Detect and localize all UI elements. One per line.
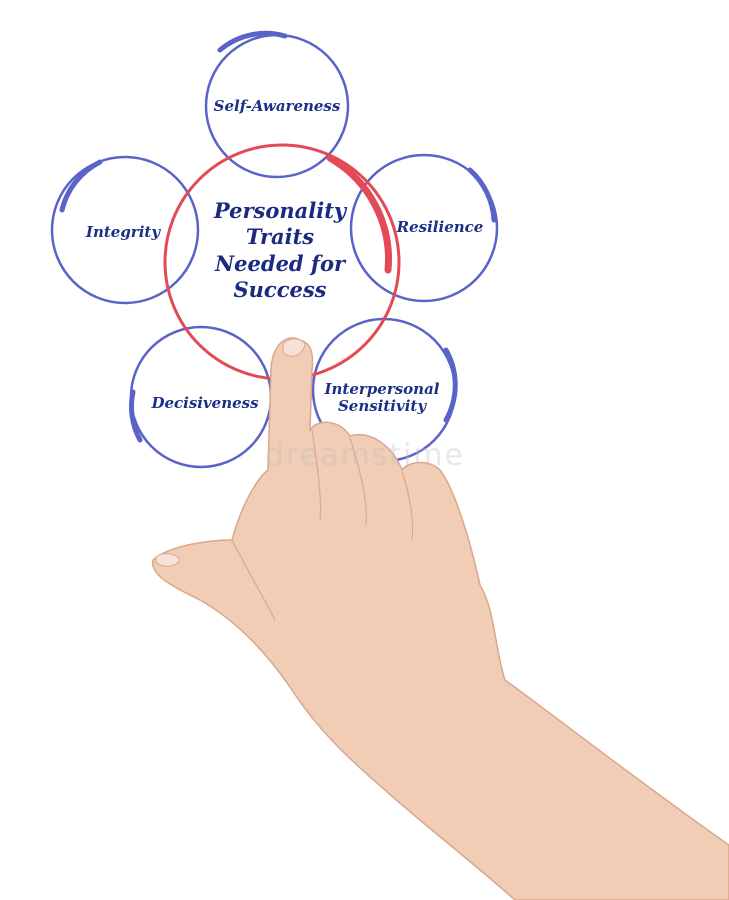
center-title: Personality Traits Needed for Success: [205, 198, 355, 303]
stroke-accent-red: [326, 154, 392, 274]
label-decisiveness: Decisiveness: [151, 394, 259, 412]
ring-integrity: [50, 155, 200, 305]
ring-resilience: [349, 153, 499, 303]
pointing-hand: [152, 337, 729, 900]
stroke-accent: [129, 389, 143, 443]
center-title-line4: Success: [233, 276, 327, 302]
center-title-line3: Needed for: [214, 250, 346, 276]
center-title-line1: Personality: [213, 198, 347, 223]
stroke-accent: [443, 347, 458, 423]
center-title-line2: Traits: [245, 224, 315, 250]
label-integrity: Integrity: [85, 223, 161, 241]
label-interpersonal-line1: Interpersonal: [324, 380, 440, 398]
watermark: dreamstime: [264, 438, 466, 473]
stroke-accent: [217, 30, 288, 53]
label-interpersonal-sensitivity: Interpersonal Sensitivity: [314, 380, 450, 416]
label-resilience: Resilience: [396, 218, 484, 236]
label-interpersonal-line2: Sensitivity: [337, 397, 427, 416]
stroke-accent: [59, 159, 103, 213]
stroke-accent: [467, 167, 497, 223]
label-self-awareness: Self-Awareness: [213, 97, 341, 115]
